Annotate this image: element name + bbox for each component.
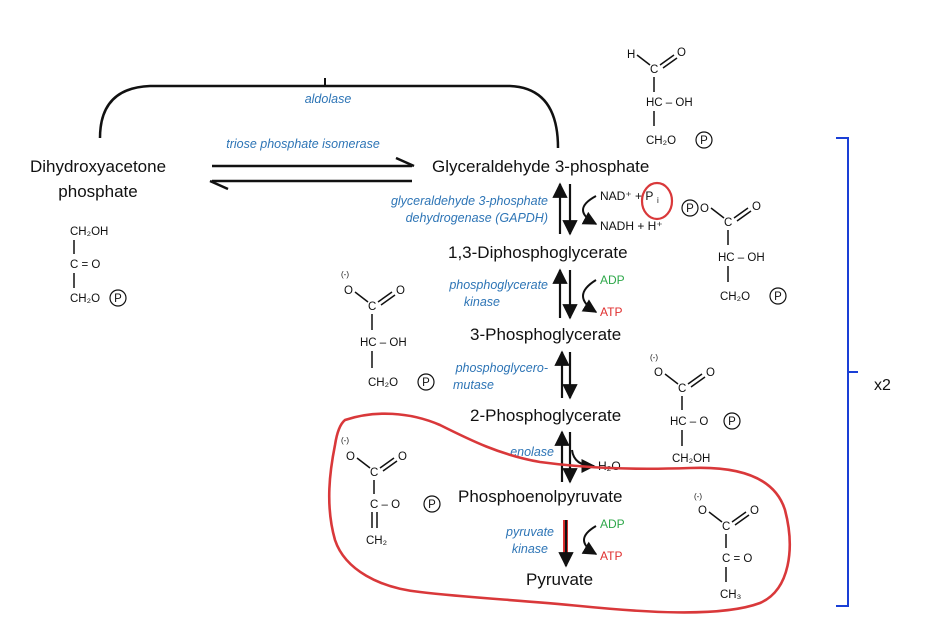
svg-text:CH₂O: CH₂O bbox=[720, 291, 750, 303]
enzyme-gapdh: glyceraldehyde 3-phosphate bbox=[391, 194, 548, 208]
aldolase-bracket bbox=[98, 84, 560, 149]
svg-text:O: O bbox=[398, 451, 407, 463]
svg-text:(-): (-) bbox=[341, 270, 349, 279]
compound-pyruvate: Pyruvate bbox=[526, 570, 593, 589]
cofactor-adp-2: ADP bbox=[600, 517, 625, 531]
enzyme-enolase: enolase bbox=[510, 445, 554, 459]
pep-structure: (-) O C O C – O P CH₂ bbox=[341, 436, 441, 547]
highlight-outline bbox=[327, 412, 791, 614]
svg-text:C: C bbox=[650, 64, 658, 76]
svg-text:HC – OH: HC – OH bbox=[360, 337, 407, 349]
svg-text:O: O bbox=[396, 285, 405, 297]
multiplier-label: x2 bbox=[874, 377, 891, 394]
pk-curve bbox=[581, 525, 598, 555]
cofactor-atp-1: ATP bbox=[600, 305, 622, 319]
svg-text:i: i bbox=[657, 196, 659, 205]
svg-text:O: O bbox=[344, 285, 353, 297]
svg-text:(-): (-) bbox=[694, 492, 702, 501]
svg-text:O: O bbox=[698, 505, 707, 517]
svg-text:CH₂O: CH₂O bbox=[70, 293, 100, 305]
svg-text:HC – OH: HC – OH bbox=[646, 97, 693, 109]
gapdh-curve bbox=[581, 195, 598, 225]
svg-text:C – O: C – O bbox=[370, 499, 400, 511]
x2-bracket bbox=[836, 137, 858, 607]
cofactor-nad: NAD⁺ + P bbox=[600, 189, 653, 203]
compound-pep: Phosphoenolpyruvate bbox=[458, 487, 622, 506]
svg-text:P: P bbox=[686, 203, 694, 215]
svg-text:P: P bbox=[428, 499, 436, 511]
cofactor-nadh: NADH + H⁺ bbox=[600, 219, 663, 233]
compound-dhap: Dihydroxyacetone bbox=[30, 157, 166, 176]
svg-text:(-): (-) bbox=[341, 436, 349, 445]
svg-text:C: C bbox=[678, 383, 686, 395]
svg-text:CH₂OH: CH₂OH bbox=[70, 226, 108, 238]
g3p-structure: H C O HC – OH CH₂O P bbox=[627, 47, 713, 149]
svg-text:C: C bbox=[368, 301, 376, 313]
enzyme-pgk: phosphoglycerate bbox=[448, 278, 548, 292]
svg-text:O: O bbox=[750, 505, 759, 517]
svg-text:O: O bbox=[700, 203, 709, 215]
svg-text:P: P bbox=[728, 416, 736, 428]
svg-text:C: C bbox=[724, 217, 732, 229]
svg-text:C: C bbox=[370, 467, 378, 479]
pi-highlight-circle bbox=[640, 181, 674, 221]
svg-text:C = O: C = O bbox=[722, 553, 752, 565]
compound-13bpg: 1,3-Diphosphoglycerate bbox=[448, 243, 628, 262]
enzyme-pgm: phosphoglycero- bbox=[455, 361, 548, 375]
enzyme-pk-line2: kinase bbox=[512, 542, 548, 556]
svg-text:HC – OH: HC – OH bbox=[718, 252, 765, 264]
enzyme-pgm-line2: mutase bbox=[453, 378, 494, 392]
svg-text:C: C bbox=[722, 521, 730, 533]
svg-text:P: P bbox=[774, 291, 782, 303]
enzyme-pgk-line2: kinase bbox=[464, 295, 500, 309]
3pg-structure: (-) O C O HC – OH CH₂O P bbox=[341, 270, 435, 391]
enzyme-aldolase: aldolase bbox=[305, 92, 352, 106]
svg-text:P: P bbox=[700, 135, 708, 147]
svg-text:O: O bbox=[752, 201, 761, 213]
compound-g3p: Glyceraldehyde 3-phosphate bbox=[432, 157, 649, 176]
svg-text:O: O bbox=[677, 47, 686, 59]
2pg-structure: (-) O C O HC – O P CH₂OH bbox=[650, 353, 741, 465]
svg-text:H: H bbox=[627, 49, 635, 61]
enolase-curve bbox=[571, 449, 596, 473]
svg-text:P: P bbox=[114, 293, 122, 305]
compound-2pg: 2-Phosphoglycerate bbox=[470, 406, 621, 425]
svg-text:CH₂O: CH₂O bbox=[646, 135, 676, 147]
dhap-structure: CH₂OH C = O CH₂O P bbox=[70, 226, 127, 307]
enzyme-pk: pyruvate bbox=[505, 525, 554, 539]
13bpg-structure: P O C O HC – OH CH₂O P bbox=[681, 199, 787, 305]
svg-text:O: O bbox=[654, 367, 663, 379]
svg-text:O: O bbox=[706, 367, 715, 379]
svg-text:CH₂: CH₂ bbox=[366, 535, 387, 547]
svg-text:C = O: C = O bbox=[70, 259, 100, 271]
svg-text:O: O bbox=[346, 451, 355, 463]
svg-text:P: P bbox=[422, 377, 430, 389]
compound-dhap-line2: phosphate bbox=[58, 182, 137, 201]
pyruvate-structure: (-) O C O C = O CH₃ bbox=[694, 492, 759, 601]
cofactor-adp-1: ADP bbox=[600, 273, 625, 287]
svg-text:CH₃: CH₃ bbox=[720, 589, 742, 601]
enzyme-gapdh-line2: dehydrogenase (GAPDH) bbox=[406, 211, 548, 225]
enzyme-tpi: triose phosphate isomerase bbox=[226, 137, 380, 151]
svg-text:HC – O: HC – O bbox=[670, 416, 708, 428]
svg-text:(-): (-) bbox=[650, 353, 658, 362]
compound-3pg: 3-Phosphoglycerate bbox=[470, 325, 621, 344]
cofactor-h2o: H₂O bbox=[598, 459, 621, 473]
pgk-curve bbox=[581, 279, 598, 313]
cofactor-atp-2: ATP bbox=[600, 549, 622, 563]
svg-text:CH₂OH: CH₂OH bbox=[672, 453, 710, 465]
svg-text:CH₂O: CH₂O bbox=[368, 377, 398, 389]
